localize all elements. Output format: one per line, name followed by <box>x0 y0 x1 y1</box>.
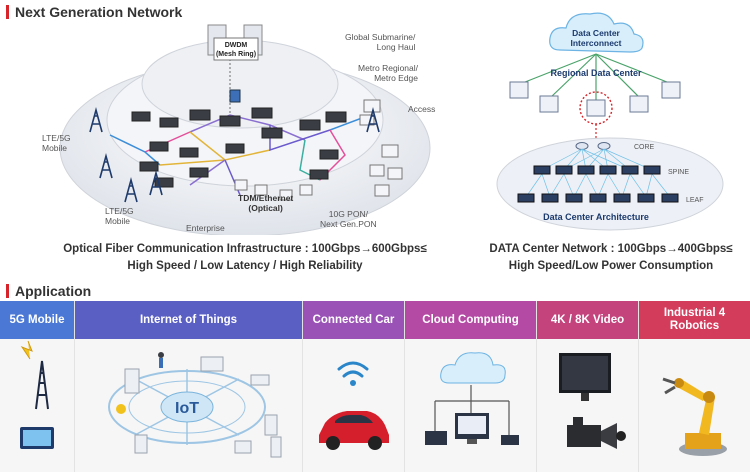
network-caption: Optical Fiber Communication Infrastructu… <box>30 241 460 275</box>
router-nodes <box>131 107 347 188</box>
cell-tower-icons <box>89 106 380 203</box>
app-body-5g-mobile <box>0 339 74 472</box>
app-header-5g-mobile: 5G Mobile <box>0 301 74 339</box>
iot-devices-icon: IoT <box>108 352 282 458</box>
app-column-connected-car: Connected Car <box>303 301 405 472</box>
tv-camera-icon <box>559 353 626 449</box>
application-section-title: Application <box>6 283 91 299</box>
network-section-title-text: Next Generation Network <box>15 4 183 20</box>
app-header-iot: Internet of Things <box>75 301 302 339</box>
app-column-robotics: Industrial 4 Robotics <box>639 301 750 472</box>
app-header-connected-car: Connected Car <box>303 301 404 339</box>
app-label-robotics-line1: Industrial 4 <box>663 307 726 319</box>
lte-bottom-line1: LTE/5G <box>105 206 134 216</box>
app-body-robotics <box>639 339 750 472</box>
app-header-cloud-computing: Cloud Computing <box>405 301 536 339</box>
app-body-video <box>537 339 638 472</box>
cloud-network-icon <box>425 352 519 445</box>
metro-label: Metro Regional/ Metro Edge <box>358 63 418 83</box>
spine-label: SPINE <box>668 169 689 176</box>
cloud-label-2: Interconnect <box>570 38 621 48</box>
architecture-label: Data Center Architecture <box>543 212 649 222</box>
cell-tower-and-tablet-icon <box>20 340 54 449</box>
app-column-cloud-computing: Cloud Computing <box>405 301 537 472</box>
network-caption-line2: High Speed / Low Latency / High Reliabil… <box>127 260 363 272</box>
app-label-robotics-line2: Robotics <box>669 320 720 332</box>
tdm-line2: (Optical) <box>248 203 283 213</box>
title-accent-bar <box>6 284 9 298</box>
iot-center-text: IoT <box>175 400 199 417</box>
global-submarine-label: Global Submarine/ Long Haul <box>345 32 415 52</box>
metro-line1: Metro Regional/ <box>358 63 419 73</box>
app-column-video: 4K / 8K Video <box>537 301 639 472</box>
application-section-title-text: Application <box>15 283 92 299</box>
network-section-title: Next Generation Network <box>6 4 182 20</box>
enterprise-label: Enterprise <box>186 223 225 233</box>
app-label-iot: Internet of Things <box>139 313 238 326</box>
datacenter-caption-line1: DATA Center Network : 100Gbps→400Gbps≤ <box>489 243 733 255</box>
title-accent-bar <box>6 5 9 19</box>
access-label: Access <box>408 104 435 114</box>
wifi-car-icon <box>319 361 389 450</box>
cloud-label-1: Data Center <box>572 28 620 38</box>
dwdm-label: DWDM <box>225 42 248 49</box>
global-line1: Global Submarine/ <box>345 32 416 42</box>
access-devices <box>234 99 403 201</box>
pon-line2: Next Gen.PON <box>320 219 377 229</box>
pon-line1: 10G PON/ <box>328 209 368 219</box>
app-label-cloud-computing: Cloud Computing <box>422 313 519 326</box>
app-label-video: 4K / 8K Video <box>550 313 625 326</box>
network-caption-line1: Optical Fiber Communication Infrastructu… <box>63 243 427 255</box>
lte-top-label: LTE/5G Mobile <box>42 133 71 153</box>
dwdm-node: DWDM (Mesh Ring) <box>207 24 263 103</box>
app-body-connected-car <box>303 339 404 472</box>
network-diagram: DWDM (Mesh Ring) <box>59 24 431 235</box>
app-label-5g-mobile: 5G Mobile <box>9 313 65 326</box>
datacenter-caption-line2: High Speed/Low Power Consumption <box>508 260 714 272</box>
regional-links <box>519 53 673 100</box>
lte-top-line1: LTE/5G <box>42 133 71 143</box>
tdm-line1: TDM/Ethernet <box>238 193 294 203</box>
leaf-label: LEAF <box>686 197 704 204</box>
core-label: CORE <box>634 144 655 151</box>
app-label-connected-car: Connected Car <box>312 313 395 326</box>
app-header-video: 4K / 8K Video <box>537 301 638 339</box>
pon-label: 10G PON/ Next Gen.PON <box>320 209 377 229</box>
app-column-5g-mobile: 5G Mobile <box>0 301 75 472</box>
app-label-robotics: Industrial 4 Robotics <box>664 307 725 333</box>
datacenter-caption: DATA Center Network : 100Gbps→400Gbps≤ H… <box>472 241 750 275</box>
regional-label: Regional Data Center <box>550 68 642 78</box>
lte-bottom-label: LTE/5G Mobile <box>105 206 134 226</box>
application-strip: 5G Mobile Internet of Things IoT <box>0 301 750 472</box>
robot-arm-icon <box>662 377 727 456</box>
spine-switches <box>533 165 661 175</box>
app-column-iot: Internet of Things IoT <box>75 301 303 472</box>
datacenter-diagram: Data Center Interconnect Regional Data C… <box>496 12 724 231</box>
enterprise-line: Enterprise <box>186 223 225 233</box>
metro-line2: Metro Edge <box>374 73 419 83</box>
datacenter-architecture-disc <box>496 137 724 231</box>
lte-bottom-line2: Mobile <box>105 216 131 226</box>
app-header-robotics: Industrial 4 Robotics <box>639 301 750 339</box>
app-body-cloud-computing <box>405 339 536 472</box>
app-body-iot: IoT <box>75 339 302 472</box>
mesh-ring-label: (Mesh Ring) <box>216 51 256 58</box>
lte-top-line2: Mobile <box>42 143 68 153</box>
leaf-switches <box>517 193 679 203</box>
global-line2: Long Haul <box>376 42 416 52</box>
regional-datacenter-cubes <box>509 81 681 117</box>
cloud-icon: Data Center Interconnect <box>549 12 644 53</box>
access-line: Access <box>408 104 436 114</box>
tdm-label: TDM/Ethernet (Optical) <box>238 193 293 213</box>
spine-leaf-mesh <box>525 148 671 198</box>
